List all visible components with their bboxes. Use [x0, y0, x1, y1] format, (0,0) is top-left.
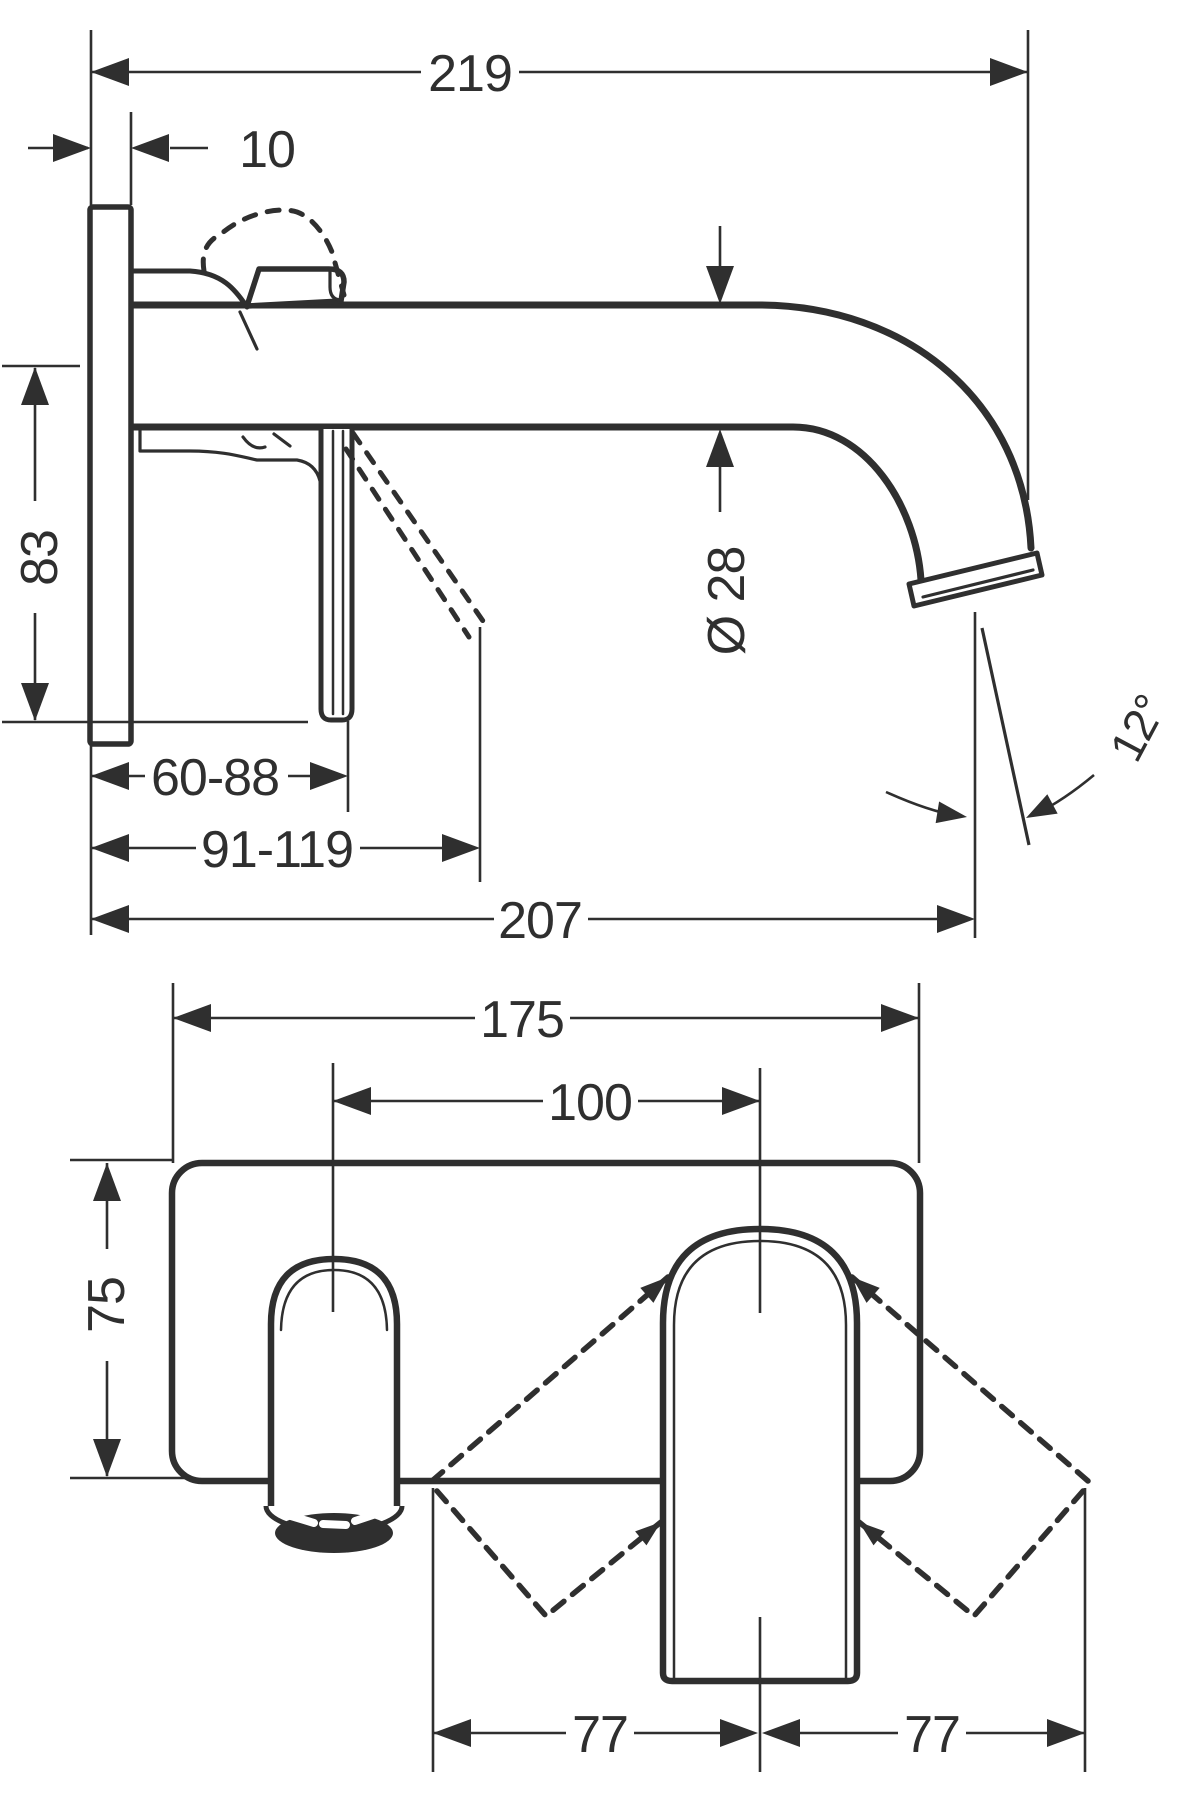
front-view: 175 100 75 77 77	[70, 983, 1091, 1772]
dim-diameter-28: Ø 28	[698, 226, 756, 655]
dim-219-label: 219	[428, 45, 512, 103]
dim-75: 75	[78, 1163, 136, 1477]
dim-83-label: 83	[11, 530, 69, 586]
extension-lines-front	[70, 983, 1087, 1772]
dim-60-88-label: 60-88	[151, 749, 279, 807]
dim-10: 10	[28, 121, 296, 179]
cartridge-detail	[238, 310, 292, 450]
dim-91-119: 91-119	[91, 821, 480, 879]
dim-angle-12: 12°	[885, 627, 1177, 846]
dim-219: 219	[91, 45, 1028, 103]
handle-swing-dashed	[429, 1274, 1091, 1620]
dim-diameter-label: Ø 28	[698, 547, 756, 656]
aerator-slots	[287, 1510, 380, 1529]
side-view: 219 10 83 Ø 28 60-88	[2, 30, 1177, 950]
dim-100: 100	[333, 1074, 760, 1132]
spout-outer-line	[129, 301, 1035, 552]
handle-rod-inner-lines	[331, 429, 345, 716]
dim-175-label: 175	[480, 991, 564, 1049]
handle-front	[659, 1225, 861, 1685]
dim-91-119-label: 91-119	[201, 821, 353, 879]
handle-joint-bracket	[138, 427, 322, 483]
dim-77-left-label: 77	[572, 1706, 628, 1764]
handle-swung-dashed-side	[343, 430, 486, 640]
handle-rod-side	[318, 429, 355, 723]
spout-front	[263, 1255, 405, 1553]
dim-angle-label: 12°	[1099, 686, 1176, 769]
dim-100-label: 100	[548, 1074, 632, 1132]
dim-77-77: 77 77	[433, 1706, 1085, 1764]
aerator-side	[906, 550, 1045, 609]
dim-10-label: 10	[239, 121, 295, 179]
dim-207: 207	[91, 892, 975, 950]
dim-175: 175	[173, 991, 919, 1049]
spout-inner-line	[129, 423, 925, 584]
swing-arrowheads	[635, 1277, 885, 1546]
dim-60-88: 60-88	[91, 749, 348, 807]
dim-77-right-label: 77	[904, 1706, 960, 1764]
dim-83: 83	[11, 367, 69, 721]
lever-side-detail	[328, 268, 342, 302]
mixer-body-cap	[130, 268, 250, 310]
dim-207-label: 207	[498, 892, 582, 950]
wall-plate-side	[87, 204, 134, 747]
extension-lines-side	[2, 30, 1030, 938]
lever-raised-dashed	[200, 207, 347, 298]
dim-75-label: 75	[78, 1277, 136, 1333]
